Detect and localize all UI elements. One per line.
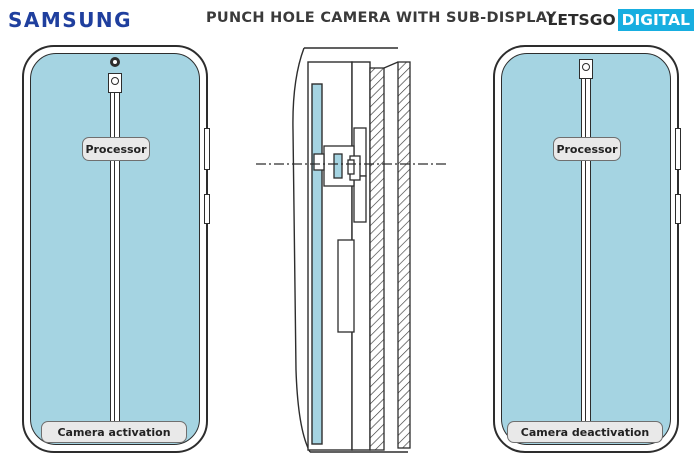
right-processor-label: Processor	[553, 137, 621, 161]
left-camera-module	[108, 73, 122, 93]
diagram-title: PUNCH HOLE CAMERA WITH SUB-DISPLAY	[206, 10, 557, 26]
samsung-logo: SAMSUNG	[8, 8, 133, 32]
left-flex-cable	[110, 93, 120, 425]
battery-section	[337, 239, 355, 333]
right-phone: Processor Camera deactivation	[493, 45, 679, 453]
left-camera-lens-icon	[111, 77, 119, 85]
sub-display-strip	[311, 83, 323, 445]
rear-lens-section	[347, 159, 355, 175]
left-phone-side-button	[204, 128, 210, 170]
cross-section-diagram	[256, 47, 446, 453]
logo-text-letsgo: LETSGO	[547, 11, 616, 29]
cover-edge	[383, 61, 399, 69]
left-phone-side-button	[204, 194, 210, 224]
right-camera-lens-icon	[582, 63, 590, 71]
camera-block-lower	[353, 175, 367, 223]
camera-mount	[313, 153, 325, 171]
letsgodigital-logo: LETSGO DIGITAL	[548, 9, 694, 31]
right-camera-module	[579, 59, 593, 79]
rear-housing-hatched	[369, 67, 385, 451]
right-flex-cable	[581, 79, 591, 425]
inner-plate	[351, 61, 371, 451]
right-phone-side-button	[675, 194, 681, 224]
left-phone: Processor Camera activation	[22, 45, 208, 453]
housing-outline	[292, 47, 311, 453]
left-punch-hole-camera-icon	[110, 57, 120, 67]
left-camera-activation-label: Camera activation	[41, 421, 187, 443]
back-cover-hatched	[397, 61, 411, 449]
logo-text-digital: DIGITAL	[617, 9, 694, 31]
left-processor-label: Processor	[82, 137, 150, 161]
right-camera-deactivation-label: Camera deactivation	[507, 421, 663, 443]
right-phone-side-button	[675, 128, 681, 170]
camera-lens-section-icon	[333, 153, 343, 179]
